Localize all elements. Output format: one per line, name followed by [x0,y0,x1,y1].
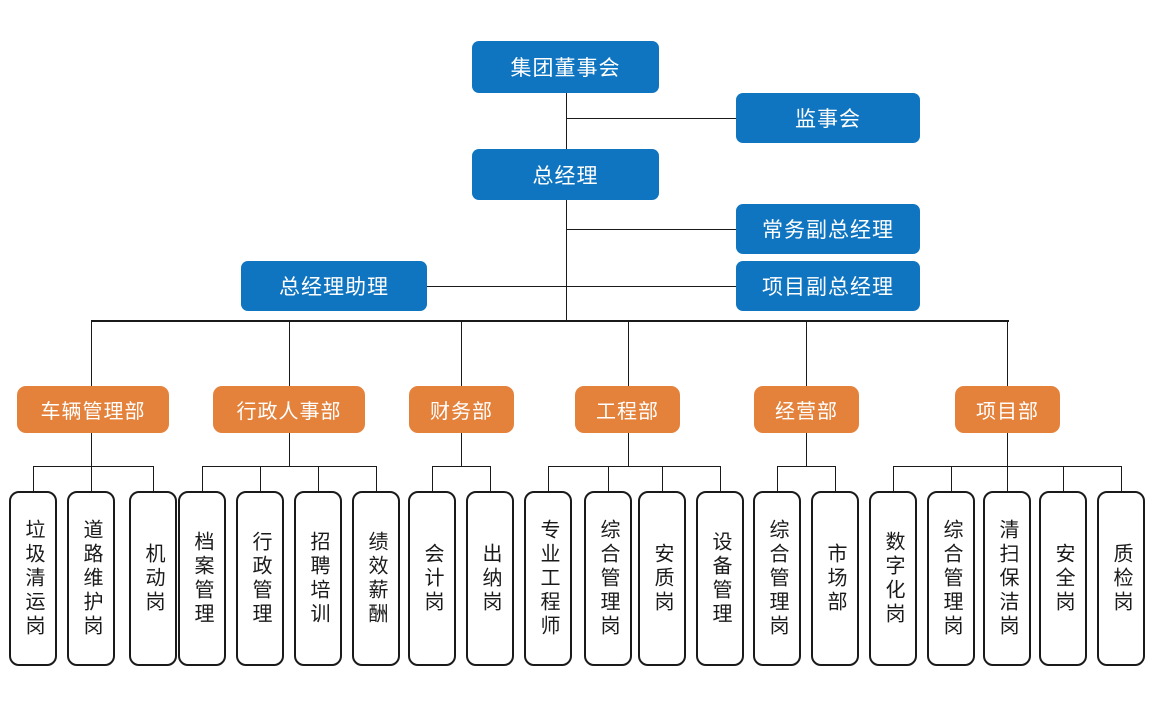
position-operations-1[interactable]: 综合管理岗 [753,491,801,666]
node-executive-deputy-gm[interactable]: 常务副总经理 [736,204,920,254]
position-project-3[interactable]: 清扫保洁岗 [983,491,1031,666]
connector-gm-assistant-to-spine [427,286,567,287]
stem-project-4 [1063,466,1064,491]
stem-vehicle-3 [153,466,154,491]
node-supervisory-board[interactable]: 监事会 [736,93,920,143]
position-vehicle-3[interactable]: 机动岗 [129,491,177,666]
stem-admin-1 [202,466,203,491]
position-engineering-3[interactable]: 安质岗 [638,491,686,666]
position-engineering-2[interactable]: 综合管理岗 [584,491,632,666]
dept-drop-finance [461,433,462,466]
node-gm-assistant[interactable]: 总经理助理 [241,261,427,311]
dept-rail-admin [202,466,376,467]
stem-admin-4 [376,466,377,491]
bus-drop-finance-dept [461,320,462,386]
connector-board-to-gm [566,93,567,149]
dept-drop-engineering [628,433,629,466]
dept-drop-admin [289,433,290,466]
connector-spine-to-exec-deputy [566,229,736,230]
bus-drop-admin-hr-dept [289,320,290,386]
stem-project-2 [951,466,952,491]
dept-drop-vehicle [91,433,92,466]
department-vehicle-management[interactable]: 车辆管理部 [17,386,169,433]
dept-drop-project [1007,433,1008,466]
position-engineering-1[interactable]: 专业工程师 [524,491,572,666]
position-admin-1[interactable]: 档案管理 [178,491,226,666]
stem-operations-1 [777,466,778,491]
department-admin-hr[interactable]: 行政人事部 [213,386,365,433]
stem-engineering-4 [720,466,721,491]
stem-finance-2 [490,466,491,491]
department-finance[interactable]: 财务部 [409,386,514,433]
node-board[interactable]: 集团董事会 [472,41,659,93]
node-project-deputy-gm[interactable]: 项目副总经理 [736,261,920,311]
department-engineering[interactable]: 工程部 [575,386,680,433]
bus-drop-operations-dept [806,320,807,386]
position-project-2[interactable]: 综合管理岗 [927,491,975,666]
position-admin-4[interactable]: 绩效薪酬 [352,491,400,666]
department-bus [91,320,1009,322]
position-finance-2[interactable]: 出纳岗 [466,491,514,666]
bus-drop-project-dept [1007,320,1008,386]
position-admin-2[interactable]: 行政管理 [236,491,284,666]
bus-drop-engineering-dept [628,320,629,386]
connector-spine-to-project-deputy [566,286,736,287]
stem-project-1 [893,466,894,491]
dept-drop-operations [806,433,807,466]
dept-rail-vehicle [33,466,153,467]
stem-admin-3 [318,466,319,491]
stem-project-5 [1121,466,1122,491]
department-project[interactable]: 项目部 [955,386,1060,433]
dept-rail-finance [432,466,490,467]
position-finance-1[interactable]: 会计岗 [408,491,456,666]
bus-drop-vehicle-dept [91,320,92,386]
position-project-4[interactable]: 安全岗 [1039,491,1087,666]
position-operations-2[interactable]: 市场部 [811,491,859,666]
dept-rail-operations [777,466,835,467]
stem-engineering-3 [662,466,663,491]
stem-admin-2 [260,466,261,491]
position-vehicle-2[interactable]: 道路维护岗 [67,491,115,666]
stem-engineering-1 [548,466,549,491]
stem-project-3 [1007,466,1008,491]
stem-operations-2 [835,466,836,491]
connector-gm-spine-to-supervisory [566,118,736,119]
node-general-manager[interactable]: 总经理 [472,149,659,200]
position-project-5[interactable]: 质检岗 [1097,491,1145,666]
dept-rail-engineering [548,466,720,467]
position-engineering-4[interactable]: 设备管理 [696,491,744,666]
position-vehicle-1[interactable]: 垃圾清运岗 [9,491,57,666]
stem-vehicle-2 [91,466,92,491]
position-admin-3[interactable]: 招聘培训 [294,491,342,666]
stem-finance-1 [432,466,433,491]
stem-vehicle-1 [33,466,34,491]
connector-gm-to-bus [566,200,567,321]
department-operations[interactable]: 经营部 [754,386,859,433]
stem-engineering-2 [608,466,609,491]
position-project-1[interactable]: 数字化岗 [869,491,917,666]
